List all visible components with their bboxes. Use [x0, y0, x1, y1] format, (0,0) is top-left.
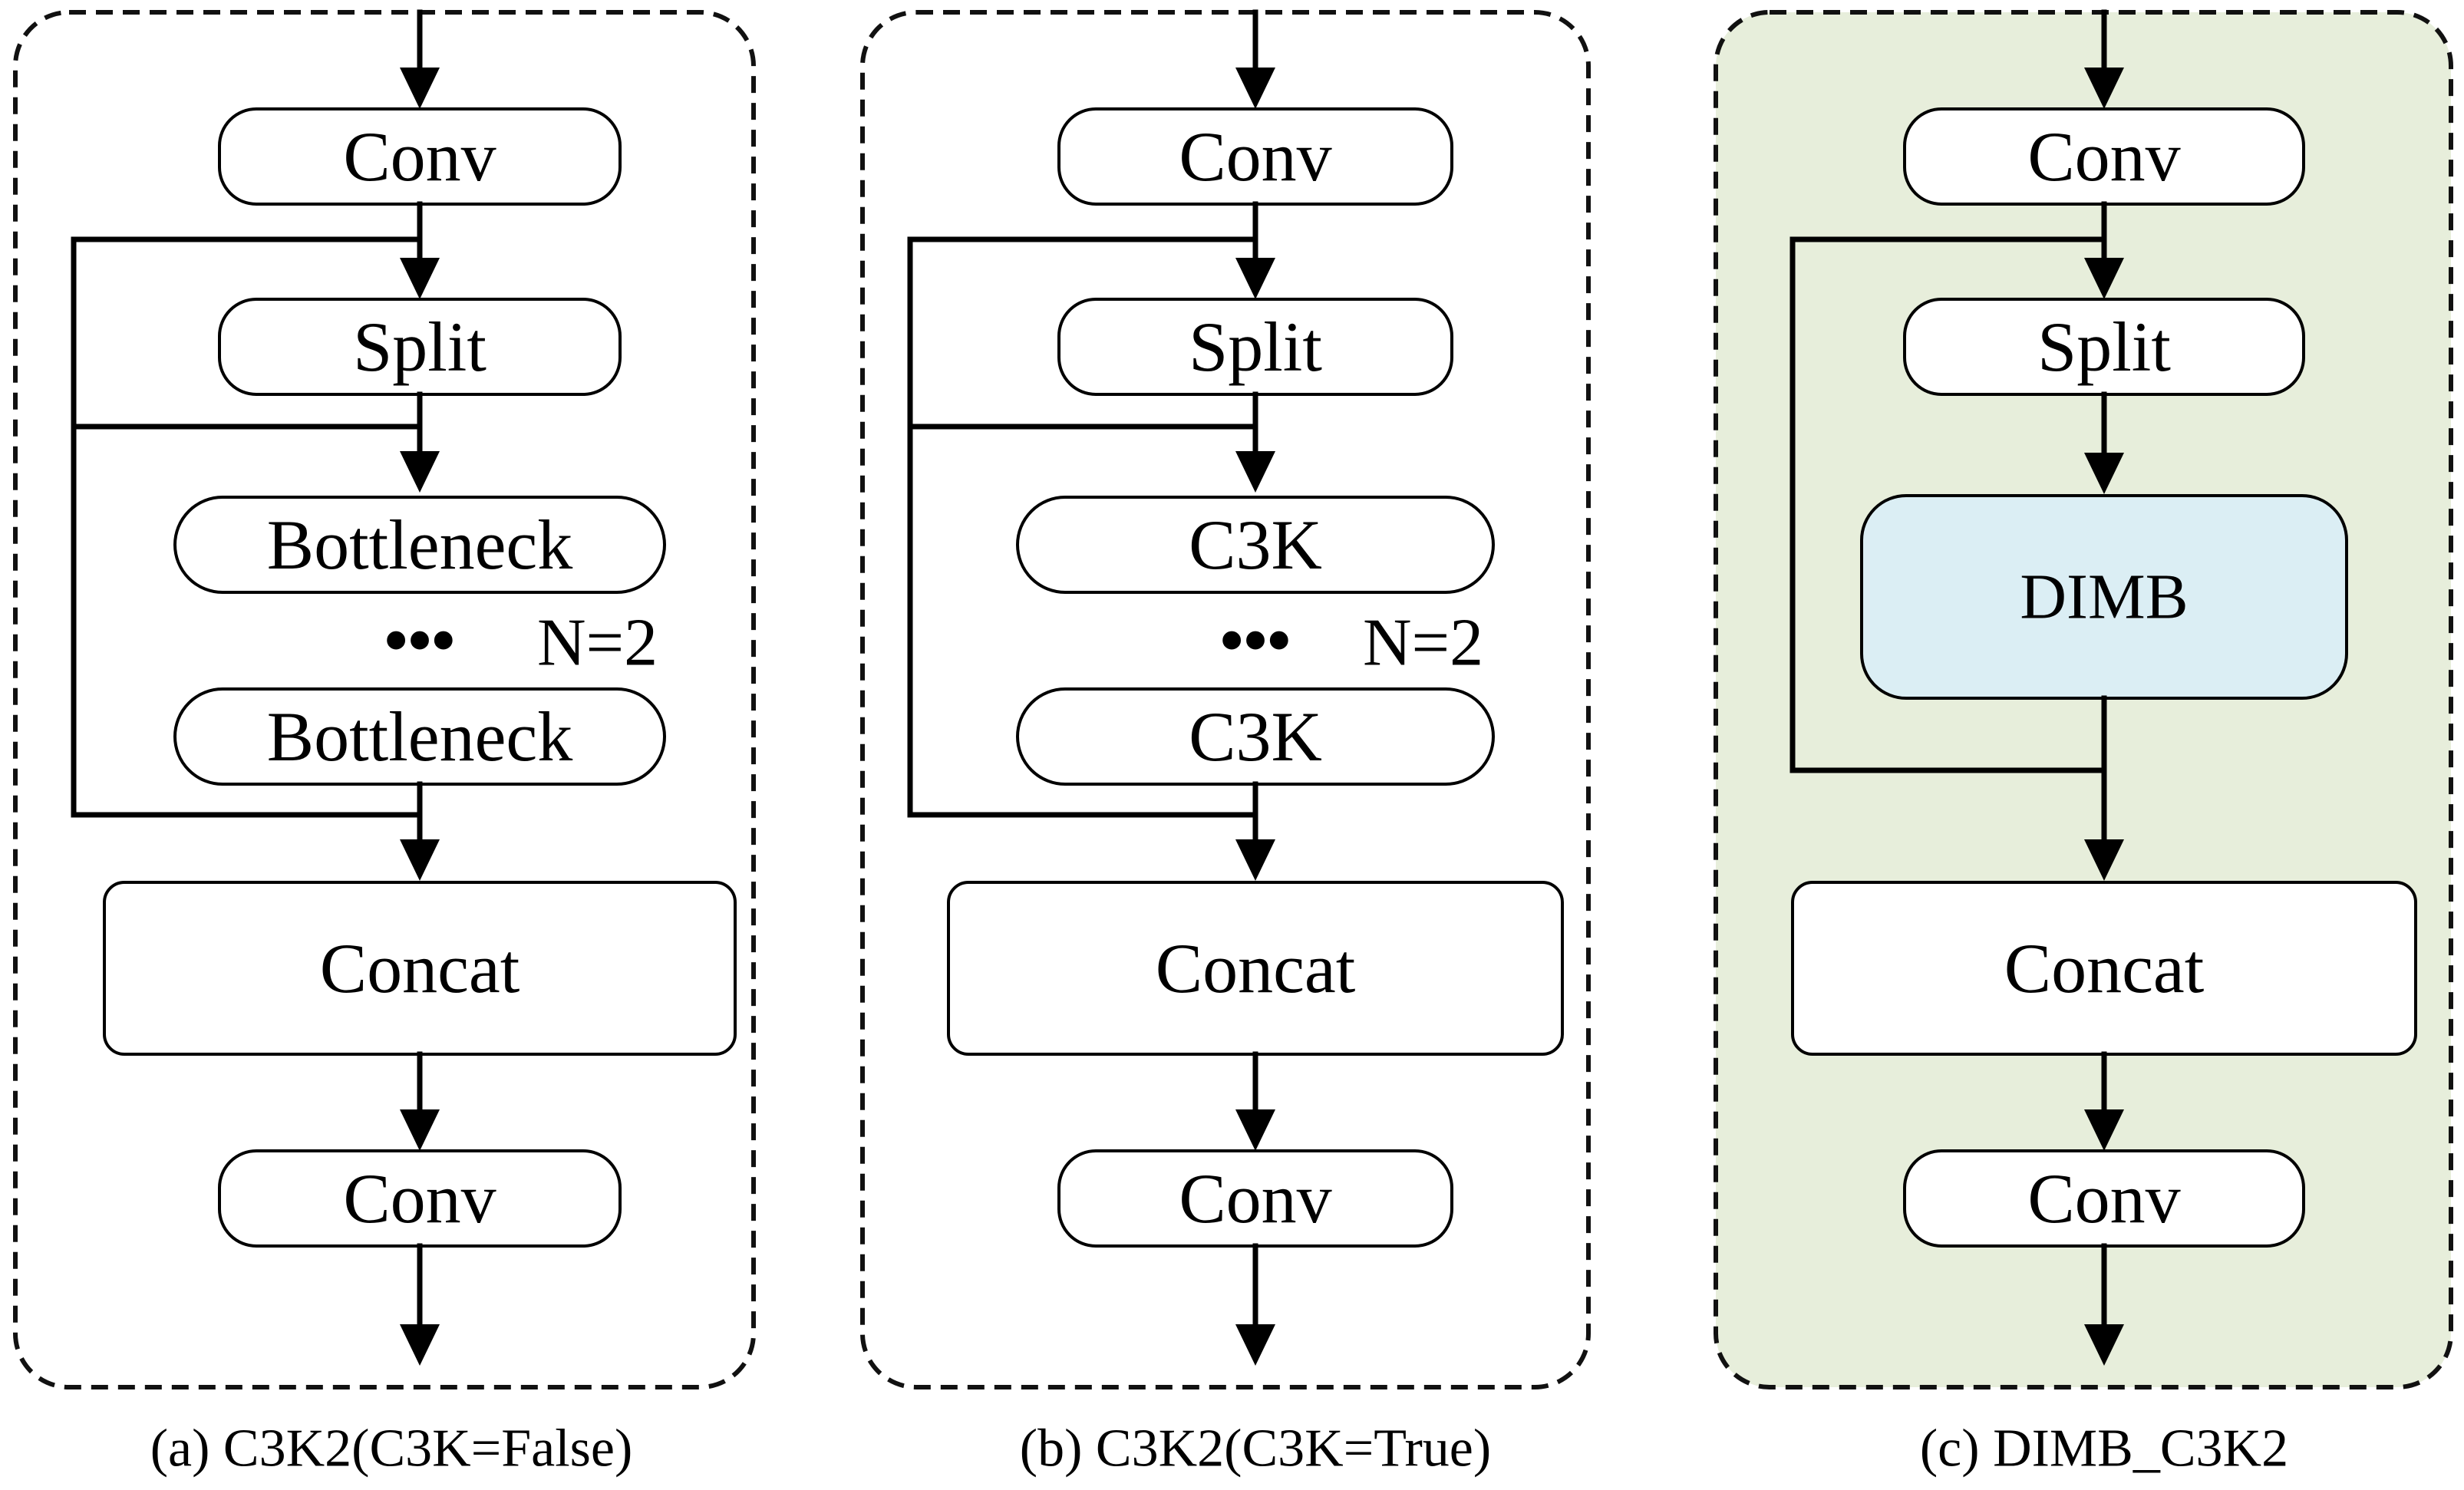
panel-c-conv-top-label: Conv — [2027, 117, 2180, 196]
panel-b-conv-bottom-label: Conv — [1179, 1159, 1331, 1238]
panel-a-caption: (a) C3K2(C3K=False) — [150, 1419, 633, 1478]
panel-a-bottleneck-1 — [173, 496, 666, 594]
panel-c-concat-label: Concat — [2004, 929, 2205, 1007]
panel-b-c3k-2-label: C3K — [1189, 697, 1322, 776]
panel-a-bottleneck-2-label: Bottleneck — [267, 697, 573, 776]
panel-b-n-label: N=2 — [1363, 606, 1483, 681]
panel-b-c3k-1 — [1016, 496, 1495, 594]
panel-a-ellipsis: ••• — [384, 604, 455, 678]
panel-b-skip-outer — [907, 236, 1258, 818]
panel-c-split-label: Split — [2037, 308, 2171, 386]
panel-c-dimb-label: DIMB — [2020, 562, 2188, 633]
panel-b-ellipsis: ••• — [1220, 604, 1291, 678]
panel-a-n-label: N=2 — [537, 606, 658, 681]
panel-a-bottleneck-1-label: Bottleneck — [267, 506, 573, 584]
panel-b-conv-top-label: Conv — [1179, 117, 1331, 196]
panel-c-caption: (c) DIMB_C3K2 — [1920, 1419, 2288, 1478]
panel-b-caption: (b) C3K2(C3K=True) — [1020, 1419, 1491, 1478]
panel-a-skip-outer — [71, 236, 423, 818]
panel-a-conv-top-label: Conv — [343, 117, 496, 196]
panel-a: Conv Split Bottleneck ••• N=2 Bottleneck… — [13, 9, 756, 1478]
panel-c-conv-bottom-label: Conv — [2027, 1159, 2180, 1238]
panel-b-concat-label: Concat — [1156, 929, 1356, 1007]
panel-a-split-label: Split — [353, 308, 487, 386]
panel-a-concat-label: Concat — [320, 929, 520, 1007]
panel-a-conv-bottom-label: Conv — [343, 1159, 496, 1238]
panel-c: Conv Split DIMB Concat Conv (c) DIMB_C3K… — [1714, 9, 2453, 1478]
panel-b: Conv Split C3K ••• N=2 C3K Concat Conv (… — [860, 9, 1591, 1478]
panel-b-split-label: Split — [1189, 308, 1322, 386]
panel-b-c3k-1-label: C3K — [1189, 506, 1322, 584]
panel-c-skip — [1789, 236, 2107, 773]
